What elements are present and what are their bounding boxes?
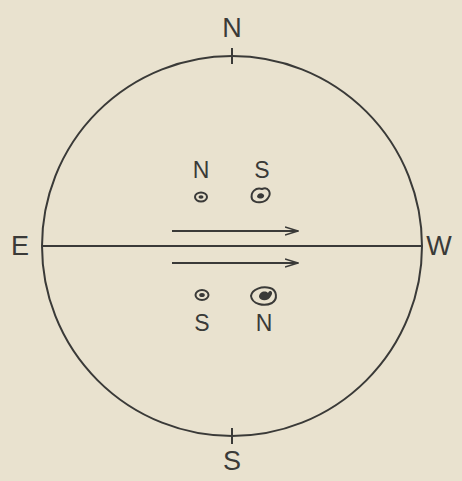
solar-disk [42, 56, 422, 436]
polarity-label: S [254, 159, 269, 182]
rotation-arrow [172, 230, 298, 232]
polarity-label: S [194, 312, 209, 335]
north-tick [231, 48, 233, 64]
polarity-label: N [256, 312, 273, 335]
polarity-label: N [193, 159, 210, 182]
south-tick [231, 428, 233, 444]
rotation-arrow [172, 262, 298, 264]
direction-label: W [426, 233, 451, 260]
pole-label: N [222, 15, 242, 42]
direction-label: E [11, 233, 29, 260]
equator-line [42, 245, 422, 247]
pole-label: S [223, 448, 241, 475]
sunspots [195, 188, 276, 304]
